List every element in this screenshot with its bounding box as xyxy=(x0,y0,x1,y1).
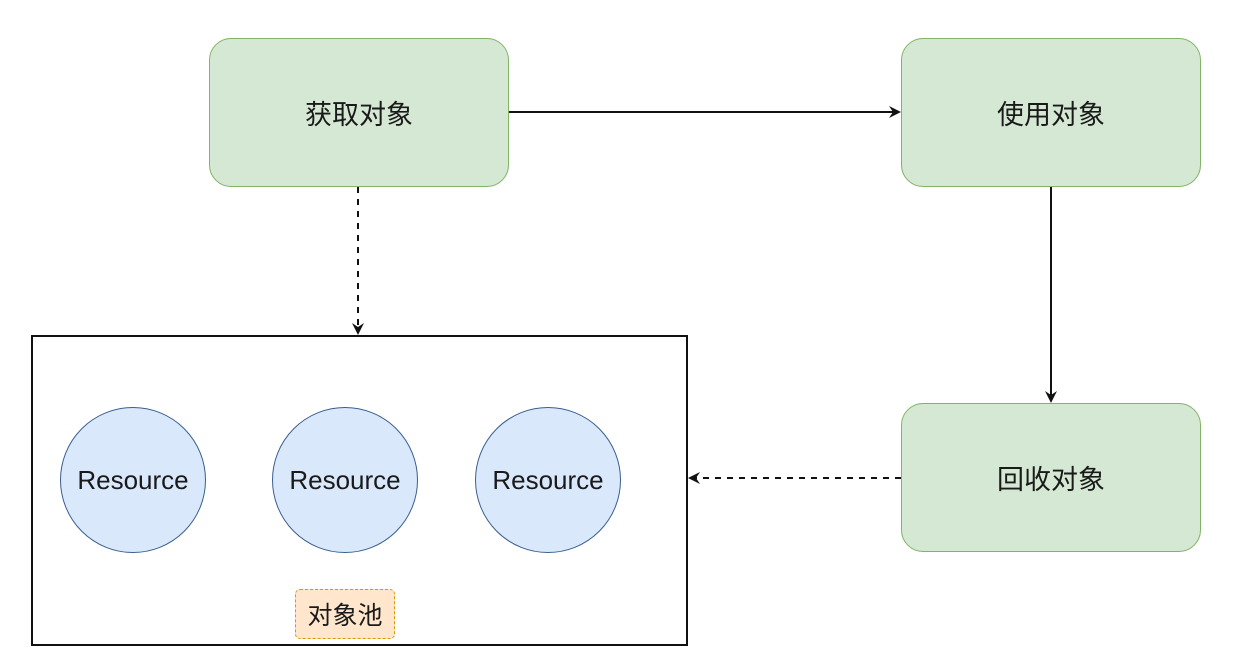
node-acquire-object: 获取对象 xyxy=(209,38,509,187)
node-use-label: 使用对象 xyxy=(997,100,1105,131)
resource-label: Resource xyxy=(289,464,401,495)
node-recycle-label: 回收对象 xyxy=(997,465,1105,496)
resource-circle: Resource xyxy=(475,407,621,553)
resource-circle: Resource xyxy=(272,407,418,553)
resource-label: Resource xyxy=(77,464,189,495)
node-acquire-label: 获取对象 xyxy=(305,100,413,131)
object-pool-label: 对象池 xyxy=(295,589,395,639)
resource-circle: Resource xyxy=(60,407,206,553)
resource-label: Resource xyxy=(492,464,604,495)
object-pool-label-text: 对象池 xyxy=(307,601,383,630)
node-recycle-object: 回收对象 xyxy=(901,403,1201,552)
node-use-object: 使用对象 xyxy=(901,38,1201,187)
